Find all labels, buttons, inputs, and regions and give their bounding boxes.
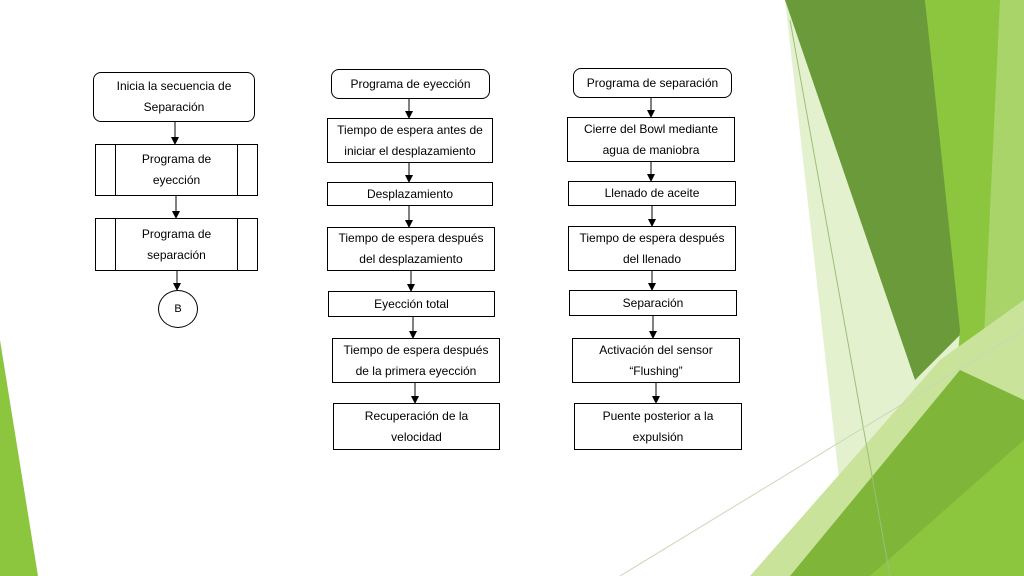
subprocess-eyeccion: Programa de eyección <box>95 144 258 196</box>
start-terminal: Inicia la secuencia de Separación <box>93 72 255 122</box>
eyeccion-step-6: Recuperación de la velocidad <box>333 403 500 450</box>
separacion-step-1: Cierre del Bowl mediante agua de maniobr… <box>567 117 735 162</box>
separacion-step-4: Separación <box>569 290 737 316</box>
separacion-step-2: Llenado de aceite <box>568 181 736 206</box>
separacion-step-3: Tiempo de espera después del llenado <box>568 226 736 271</box>
subprocess-separacion: Programa de separación <box>95 218 258 271</box>
bg-shape-left <box>0 340 38 576</box>
eyeccion-step-5: Tiempo de espera después de la primera e… <box>332 338 500 383</box>
eyeccion-step-2: Desplazamiento <box>327 182 493 206</box>
bg-thin-line-1 <box>789 19 891 576</box>
eyeccion-title-terminal: Programa de eyección <box>331 69 490 99</box>
separacion-title-terminal: Programa de separación <box>573 68 732 98</box>
separacion-step-5: Activación del sensor “Flushing” <box>572 338 740 383</box>
connector-b: B <box>158 290 198 328</box>
eyeccion-step-3: Tiempo de espera después del desplazamie… <box>327 227 495 271</box>
bg-shape-dark-right <box>785 0 965 380</box>
separacion-step-6: Puente posterior a la expulsión <box>574 403 742 450</box>
bg-shape-lower-dark <box>870 440 1024 576</box>
eyeccion-step-4: Eyección total <box>328 291 495 317</box>
bg-thin-line-2 <box>619 329 1024 576</box>
eyeccion-step-1: Tiempo de espera antes de iniciar el des… <box>327 118 493 163</box>
